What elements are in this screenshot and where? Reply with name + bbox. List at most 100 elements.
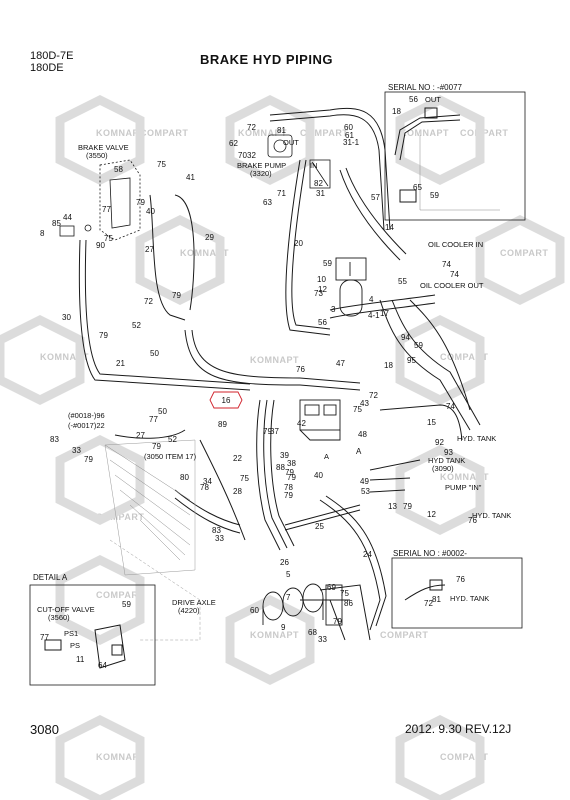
part-number: 12 bbox=[318, 285, 327, 294]
model-line-1: 180D-7E bbox=[30, 50, 74, 62]
serial-box-bottom bbox=[391, 557, 523, 629]
label-item17: (3050 ITEM 17) bbox=[144, 452, 197, 461]
part-number: 40 bbox=[314, 471, 323, 480]
watermark-text: COMPART bbox=[440, 352, 489, 362]
watermark-shapes bbox=[0, 94, 565, 800]
part-number: 49 bbox=[360, 477, 369, 486]
part-number: 31-1 bbox=[343, 138, 360, 147]
part-number: 92 bbox=[435, 438, 444, 447]
label-pump-in: PUMP "IN" bbox=[445, 483, 482, 492]
watermark-text: COMPART bbox=[140, 128, 189, 138]
part-number: 81 bbox=[432, 595, 441, 604]
serial-box-top-title: SERIAL NO : -#0077 bbox=[388, 83, 463, 92]
part-number: 71 bbox=[277, 189, 286, 198]
part-number: 41 bbox=[186, 173, 195, 182]
part-number: 79 bbox=[333, 617, 342, 626]
model-number: 180D-7E 180DE bbox=[30, 50, 73, 74]
part-number: 42 bbox=[297, 419, 306, 428]
part-number: 64 bbox=[98, 661, 107, 670]
part-number: 75 bbox=[104, 234, 113, 243]
part-number: 79 bbox=[152, 442, 161, 451]
part-number: 79 bbox=[172, 291, 181, 300]
label-drive-axle-code: (4220) bbox=[178, 606, 200, 615]
reference-tag: 16 bbox=[209, 391, 243, 409]
part-number: 8 bbox=[40, 229, 45, 238]
part-number: 55 bbox=[398, 277, 407, 286]
part-number: 50 bbox=[158, 407, 167, 416]
pipe-lines bbox=[78, 107, 481, 641]
label-brake-pump: BRAKE PUMP bbox=[237, 161, 286, 170]
watermark-text: KOMNAPT bbox=[96, 752, 145, 762]
part-number: 79 bbox=[285, 468, 294, 477]
part-number: 59 bbox=[122, 600, 131, 609]
part-number: 79 bbox=[287, 473, 296, 482]
part-number: 57 bbox=[371, 193, 380, 202]
part-number: 79 bbox=[403, 502, 412, 511]
reference-tag-label: 16 bbox=[222, 396, 231, 405]
part-number: 9 bbox=[281, 623, 286, 632]
part-number: 38 bbox=[287, 459, 296, 468]
label-cut-off-valve: CUT-OFF VALVE bbox=[37, 605, 95, 614]
part-number: 56 bbox=[409, 95, 418, 104]
part-number: 17 bbox=[380, 309, 389, 318]
label-hyd-tank-main: HYD TANK bbox=[428, 456, 465, 465]
a-marker-2: A bbox=[324, 452, 329, 461]
part-number: 22 bbox=[233, 454, 242, 463]
part-number: 76 bbox=[296, 365, 305, 374]
part-number: 89 bbox=[218, 420, 227, 429]
part-number: 81 bbox=[277, 126, 286, 135]
part-number: 75 bbox=[340, 589, 349, 598]
part-number: 33 bbox=[318, 635, 327, 644]
label-cut-off-valve-code: (3560) bbox=[48, 613, 70, 622]
part-number: 24 bbox=[363, 550, 372, 559]
detail-a-box bbox=[29, 584, 156, 686]
part-number: 14 bbox=[385, 223, 394, 232]
part-number: 72 bbox=[369, 391, 378, 400]
part-number: 30 bbox=[62, 313, 71, 322]
accumulator-component bbox=[335, 257, 367, 317]
part-number: 74 bbox=[450, 270, 459, 279]
part-number: 93 bbox=[444, 448, 453, 457]
part-number: 72 bbox=[144, 297, 153, 306]
part-number: 25 bbox=[315, 522, 324, 531]
watermark-text: COMPART bbox=[96, 512, 145, 522]
part-number: 79 bbox=[263, 427, 272, 436]
watermark-text: COMPART bbox=[500, 248, 549, 258]
part-number: 52 bbox=[132, 321, 141, 330]
watermark-text: COMPART bbox=[300, 128, 349, 138]
valve-block-component bbox=[299, 399, 341, 441]
part-number: 74 bbox=[442, 260, 451, 269]
part-number: 43 bbox=[360, 399, 369, 408]
label-drive-axle: DRIVE AXLE bbox=[172, 598, 216, 607]
port-in-pump: IN bbox=[310, 161, 318, 170]
page-number: 3080 bbox=[30, 722, 59, 737]
part-number: 3 bbox=[331, 305, 336, 314]
port-out-pump: OUT bbox=[283, 138, 299, 147]
part-number: 75 bbox=[240, 474, 249, 483]
part-number: 94 bbox=[401, 333, 410, 342]
part-number: 79 bbox=[284, 491, 293, 500]
part-number: 95 bbox=[407, 356, 416, 365]
label-hyd-tank: HYD. TANK bbox=[457, 434, 496, 443]
component-labels: BRAKE VALVE (3550) BRAKE PUMP (3320) OIL… bbox=[33, 83, 511, 650]
watermark-text: COMPART bbox=[96, 590, 145, 600]
serial-box-top bbox=[384, 91, 526, 221]
part-number: 48 bbox=[358, 430, 367, 439]
part-number: 39 bbox=[280, 451, 289, 460]
part-number: 79 bbox=[99, 331, 108, 340]
part-number: 61 bbox=[345, 131, 354, 140]
part-number: 77 bbox=[149, 415, 158, 424]
part-number: 63 bbox=[263, 198, 272, 207]
part-number: 70 bbox=[238, 151, 247, 160]
part-number: 4-1 bbox=[368, 311, 380, 320]
part-number: 50 bbox=[150, 349, 159, 358]
part-number: 27 bbox=[136, 431, 145, 440]
watermark-text: COMPART bbox=[440, 752, 489, 762]
port-out-label: OUT bbox=[425, 95, 441, 104]
brake-valve-component bbox=[59, 159, 141, 241]
model-line-2: 180DE bbox=[30, 62, 64, 74]
part-number: 4 bbox=[369, 295, 374, 304]
page-title: BRAKE HYD PIPING bbox=[200, 52, 333, 67]
part-number: 26 bbox=[280, 558, 289, 567]
watermark-text: KOMNAPT bbox=[238, 128, 287, 138]
